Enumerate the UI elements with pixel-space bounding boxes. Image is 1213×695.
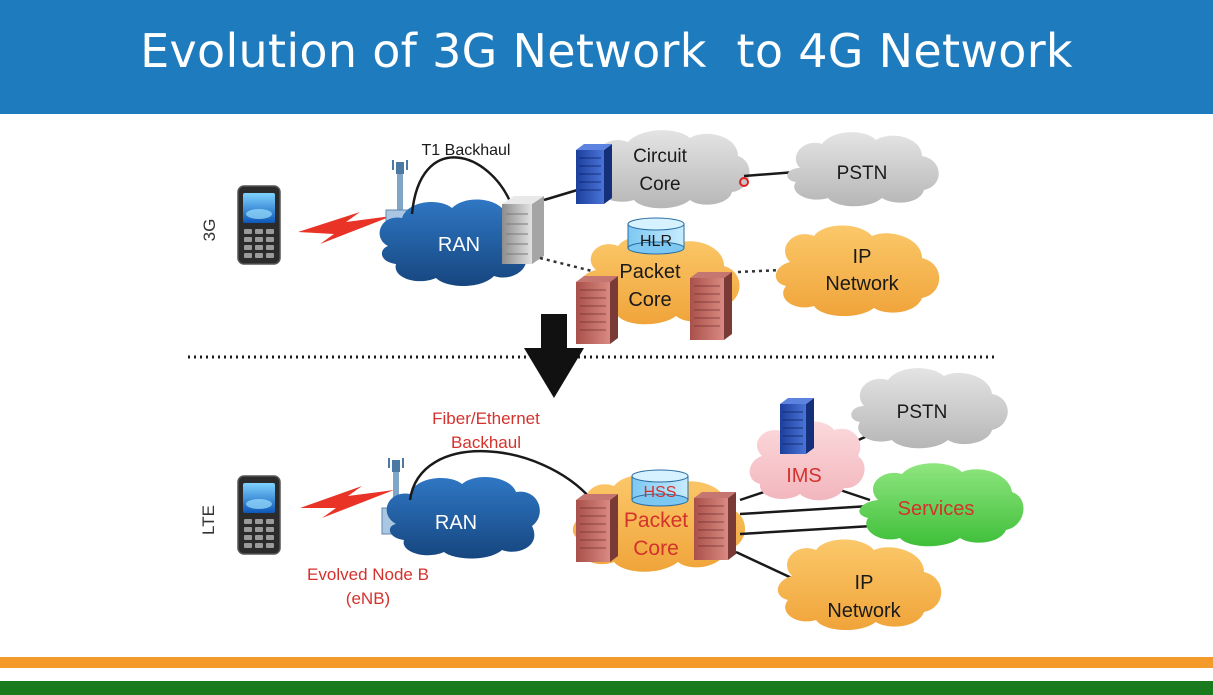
pstn-label-lte: PSTN (897, 402, 948, 423)
packet-core-label-line1-lte: Packet (624, 509, 688, 532)
ip-network-label-line2-3g: Network (825, 273, 899, 295)
hss-label: HSS (644, 484, 677, 501)
ip-network-label-line1-lte: IP (855, 572, 874, 594)
ran-cloud (379, 199, 532, 286)
server-icon (693, 491, 737, 561)
fiber-backhaul-link (408, 449, 593, 501)
section-3g: 3G RAN T1 Backhaul Circuit Core PSTN (200, 130, 940, 345)
server-icon (502, 196, 544, 264)
server-icon (689, 271, 733, 341)
packet-core-label-line1-3g: Packet (619, 261, 681, 283)
lightning-bolt-icon (300, 486, 394, 518)
packet-core-label-line2-3g: Core (628, 289, 671, 311)
packet-ip-link-lte (735, 550, 797, 582)
database-icon (631, 469, 689, 507)
ip-network-label-line1-3g: IP (853, 246, 872, 268)
server-icon (576, 144, 612, 204)
circuit-core-cloud (590, 130, 750, 209)
page-title: Evolution of 3G Network to 4G Network (140, 24, 1073, 78)
ran-cloud-lte (386, 477, 540, 559)
fiber-backhaul-label-line2: Backhaul (451, 433, 521, 452)
ran-label-lte: RAN (435, 512, 477, 534)
lightning-bolt-icon (298, 212, 392, 244)
circuit-core-label-line2: Core (639, 174, 680, 195)
footer-stripe-orange (0, 657, 1213, 668)
packet-services-link-1 (739, 504, 871, 516)
mobile-phone-icon (237, 475, 281, 555)
ims-label: IMS (786, 465, 822, 487)
down-arrow-icon (524, 314, 584, 398)
title-bar: Evolution of 3G Network to 4G Network (0, 0, 1213, 114)
ip-network-cloud-lte (777, 539, 942, 631)
ip-network-label-line2-lte: Network (827, 600, 901, 622)
ip-network-cloud-3g (775, 225, 940, 317)
ims-services-link (839, 488, 871, 502)
row-label-3g: 3G (200, 219, 219, 242)
row-label-lte: LTE (199, 505, 218, 535)
rnc-packet-link (539, 256, 597, 274)
t1-backhaul-link (410, 156, 514, 215)
packet-core-label-line2-lte: Core (633, 537, 679, 560)
enb-label-line2: (eNB) (346, 589, 390, 608)
pstn-cloud-lte (851, 368, 1008, 449)
mobile-phone-icon (237, 185, 281, 265)
ims-cloud (749, 421, 865, 501)
server-icon (780, 398, 814, 454)
hlr-label: HLR (640, 233, 672, 250)
enb-label-line1: Evolved Node B (307, 565, 429, 584)
fiber-backhaul-label-line1: Fiber/Ethernet (432, 409, 540, 428)
pstn-cloud-3g (787, 132, 939, 207)
t1-backhaul-label: T1 Backhaul (422, 142, 511, 159)
footer-stripe-green (0, 681, 1213, 695)
services-cloud (859, 463, 1024, 547)
pstn-label-3g: PSTN (837, 163, 888, 184)
pointer-dot (739, 177, 749, 187)
packet-services-link-2 (739, 524, 873, 536)
server-icon (575, 493, 619, 563)
packet-ip-link-3g (737, 268, 783, 274)
network-diagram: 3G RAN T1 Backhaul Circuit Core PSTN (188, 130, 1024, 631)
server-icon (575, 275, 619, 345)
circuit-core-label-line1: Circuit (633, 146, 688, 167)
services-label: Services (898, 498, 975, 520)
database-icon (627, 217, 685, 255)
circuit-pstn-link (743, 170, 797, 178)
section-lte: LTE RAN Fiber/Ethernet Backhaul Evolved … (199, 368, 1024, 631)
ran-label-3g: RAN (438, 234, 480, 256)
